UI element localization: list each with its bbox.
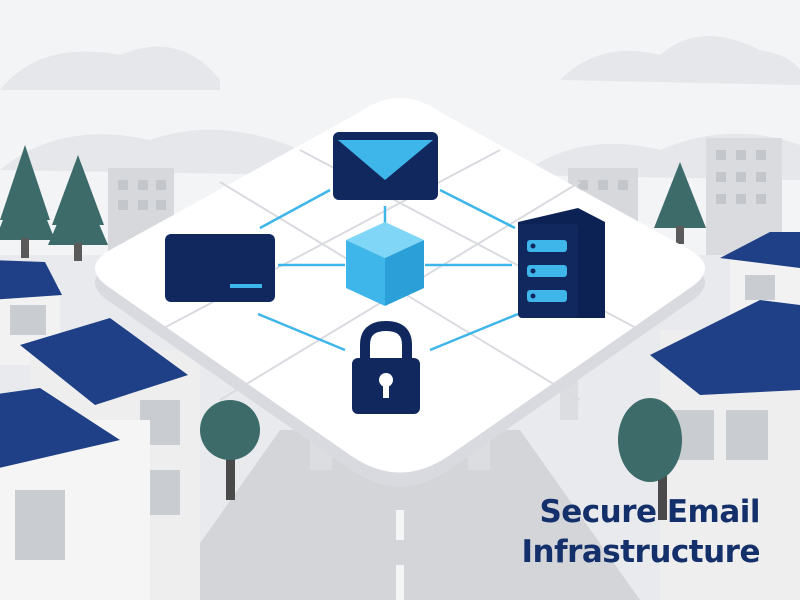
- caption-line-1: Secure Email: [539, 494, 760, 530]
- caption: Secure Email Infrastructure: [460, 492, 760, 572]
- server-icon: [518, 208, 605, 318]
- connectors: [257, 188, 519, 352]
- pine-trees: [0, 145, 706, 261]
- padlock-icon: [352, 320, 420, 414]
- envelope-icon: [333, 132, 438, 200]
- round-trees: [200, 398, 682, 520]
- cube-icon: [346, 222, 424, 306]
- caption-line-2: Infrastructure: [521, 534, 760, 570]
- card-icon: [165, 234, 275, 302]
- left-houses: [0, 260, 200, 600]
- right-houses: [650, 232, 800, 600]
- background-buildings: [108, 138, 782, 260]
